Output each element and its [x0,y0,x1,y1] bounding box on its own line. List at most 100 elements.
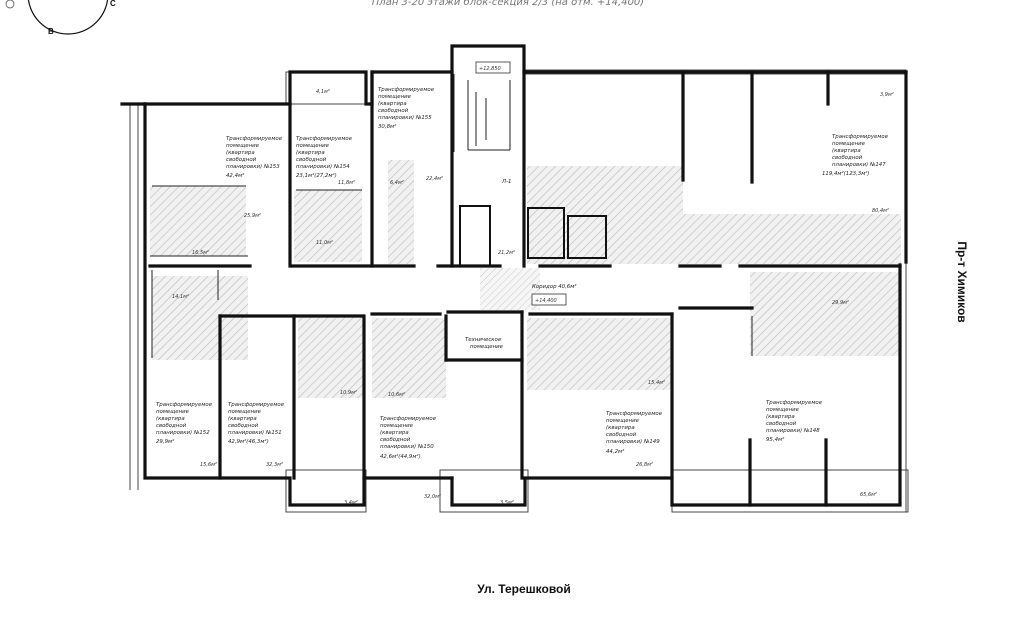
svg-text:планировки) №153: планировки) №153 [226,164,280,170]
room-area: 16,5м² [192,250,209,256]
unit-152: Трансформируемое помещение (квартира сво… [156,402,213,445]
elevator-label: Л-1 [501,179,511,185]
room-area: 11,8м² [338,180,355,186]
room-area: 10,6м² [388,392,405,398]
room-area: 6,4м² [390,180,404,186]
svg-text:планировки) №150: планировки) №150 [380,444,434,450]
corridor-label: Коридор 40,6м² [532,283,577,290]
svg-text:Трансформируемое: Трансформируемое [380,416,437,422]
svg-text:Трансформируемое: Трансформируемое [296,136,353,142]
level-marker-top: +12,850 [475,61,511,74]
street-right: Пр-т Химиков [955,241,969,322]
room-area: 32,3м² [266,462,283,468]
svg-text:(квартира: (квартира [378,101,407,107]
svg-text:30,8м²: 30,8м² [378,123,397,130]
svg-text:планировки) №152: планировки) №152 [156,430,210,436]
svg-text:помещение: помещение [296,143,330,149]
svg-text:помещение: помещение [606,418,640,424]
svg-text:свободной: свободной [606,432,637,438]
inner-partitions [150,74,753,358]
svg-text:(квартира: (квартира [228,416,257,422]
compass: С В [5,0,116,36]
room-area: 10,9м² [340,390,357,396]
svg-text:помещение: помещение [766,407,800,413]
room-area: 32,0м² [424,494,441,500]
svg-text:свободной: свободной [296,157,327,163]
unit-153: Трансформируемое помещение (квартира сво… [226,136,283,179]
compass-letter-c: С [110,0,116,8]
svg-text:(квартира: (квартира [832,148,861,154]
svg-text:42,6м²(44,9м²): 42,6м²(44,9м²) [380,453,421,460]
svg-text:+14,400: +14,400 [535,298,557,304]
svg-text:119,4м²(123,3м²): 119,4м²(123,3м²) [822,170,870,177]
svg-text:свободной: свободной [378,108,409,114]
svg-text:95,4м²: 95,4м² [766,436,785,443]
street-bottom: Ул. Терешковой [477,582,571,596]
room-area: 21,2м² [498,250,515,256]
svg-text:планировки) №149: планировки) №149 [606,439,660,445]
room-area: 3,5м² [500,500,514,506]
room-area-labels: 4,1м² 3,9м² 25,9м² 16,5м² 11,8м² 11,0м² … [172,89,894,506]
room-area: 4,1м² [316,89,330,95]
svg-text:42,9м²(46,3м²): 42,9м²(46,3м²) [228,438,269,445]
svg-text:+12,850: +12,850 [479,66,501,72]
svg-text:Трансформируемое: Трансформируемое [832,134,889,140]
svg-text:планировки) №147: планировки) №147 [832,162,886,168]
room-area: 15,6м² [200,462,217,468]
unit-150: Трансформируемое помещение (квартира сво… [380,416,437,460]
svg-text:(квартира: (квартира [606,425,635,431]
unit-147: Трансформируемое помещение (квартира сво… [822,134,889,177]
svg-text:42,4м²: 42,4м² [226,172,245,179]
svg-text:свободной: свободной [380,437,411,443]
svg-text:Трансформируемое: Трансформируемое [228,402,285,408]
unit-155: Трансформируемое помещение (квартира сво… [378,87,435,130]
level-marker-corridor: +14,400 [531,293,567,306]
svg-text:помещение: помещение [380,423,414,429]
svg-text:Трансформируемое: Трансформируемое [156,402,213,408]
room-area: 80,4м² [872,208,889,214]
svg-text:44,2м²: 44,2м² [606,448,625,455]
svg-text:Трансформируемое: Трансформируемое [226,136,283,142]
svg-text:свободной: свободной [226,157,257,163]
room-area: 29,9м² [832,300,849,306]
room-area: 26,8м² [636,462,653,468]
svg-text:(квартира: (квартира [380,430,409,436]
room-area: 22,4м² [426,176,443,182]
svg-text:свободной: свободной [832,155,863,161]
hatched-zones [150,160,901,398]
svg-text:помещение: помещение [228,409,262,415]
svg-text:планировки) №154: планировки) №154 [296,164,350,170]
svg-text:свободной: свободной [156,423,187,429]
svg-text:планировки) №148: планировки) №148 [766,428,820,434]
svg-text:Трансформируемое: Трансформируемое [606,411,663,417]
room-area: 14,1м² [172,294,189,300]
tech-room-label-2: помещение [470,344,504,350]
room-area: 3,4м² [344,500,358,506]
plan-title: План 3-20 этажи блок-секция 2/3 (на отм.… [372,0,644,8]
svg-text:Трансформируемое: Трансформируемое [766,400,823,406]
svg-text:помещение: помещение [156,409,190,415]
sun-icon [5,0,15,9]
svg-text:планировки) №155: планировки) №155 [378,115,432,121]
unit-154: Трансформируемое помещение (квартира сво… [296,136,353,179]
room-area: 11,0м² [316,240,333,246]
unit-148: Трансформируемое помещение (квартира сво… [766,400,823,443]
svg-text:(квартира: (квартира [226,150,255,156]
svg-text:свободной: свободной [766,421,797,427]
svg-text:планировки) №151: планировки) №151 [228,430,282,436]
svg-text:помещение: помещение [226,143,260,149]
compass-letter-v: В [48,27,54,36]
svg-text:помещение: помещение [832,141,866,147]
svg-text:(квартира: (квартира [156,416,185,422]
unit-151: Трансформируемое помещение (квартира сво… [228,402,285,445]
room-area: 25,9м² [244,213,261,219]
svg-text:Трансформируемое: Трансформируемое [378,87,435,93]
svg-text:свободной: свободной [228,423,259,429]
svg-text:(квартира: (квартира [766,414,795,420]
room-area: 3,9м² [880,92,894,98]
svg-text:29,9м²: 29,9м² [156,438,175,445]
svg-text:23,1м²(27,2м²): 23,1м²(27,2м²) [296,172,337,179]
tech-room-label-1: Техническое [465,337,502,343]
svg-text:(квартира: (квартира [296,150,325,156]
